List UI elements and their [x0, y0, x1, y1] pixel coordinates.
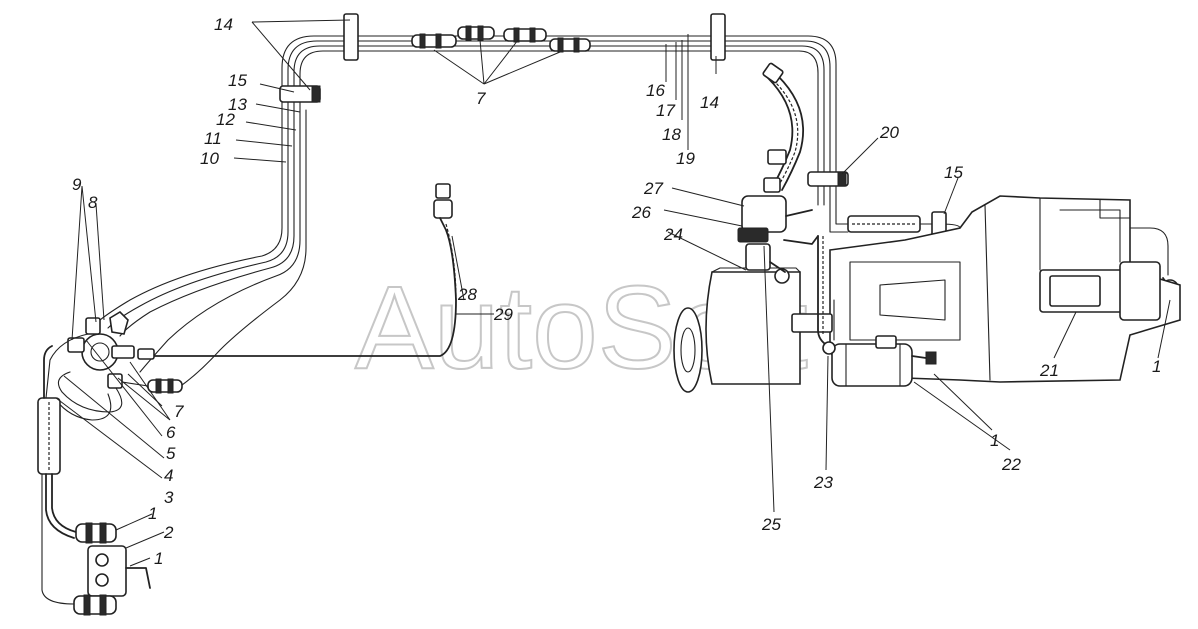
callout-18: 18 [662, 125, 681, 144]
callout-2: 2 [163, 523, 174, 542]
callout-1-right: 1 [1152, 357, 1161, 376]
distributor-block [45, 310, 183, 421]
clutch-housing [673, 267, 833, 393]
callout-10: 10 [200, 149, 219, 168]
callout-1-center: 1 [990, 431, 999, 450]
flexible-hose-upper [762, 62, 804, 193]
valve-2-assembly [37, 345, 151, 616]
callout-19: 19 [676, 149, 695, 168]
callout-3: 3 [164, 488, 174, 507]
callout-20: 20 [879, 123, 899, 142]
gearbox-housing [829, 195, 1181, 383]
callout-29: 29 [493, 305, 513, 324]
callout-1-left-bottom: 1 [154, 549, 163, 568]
callout-8: 8 [88, 193, 98, 212]
callout-1-left-top: 1 [148, 504, 157, 523]
callout-11: 11 [204, 129, 222, 148]
callout-6: 6 [166, 423, 176, 442]
leader-lines [55, 19, 1171, 567]
callout-27: 27 [643, 179, 663, 198]
callout-23: 23 [813, 473, 833, 492]
callout-7-lower: 7 [174, 402, 184, 421]
line-28-29 [151, 183, 457, 357]
callout-25: 25 [761, 515, 781, 534]
callout-14-top-left: 14 [214, 15, 233, 34]
callout-13: 13 [228, 95, 247, 114]
callout-21: 21 [1039, 361, 1059, 380]
clamp-14-right [710, 13, 726, 61]
pipe-connectors [411, 25, 591, 53]
hoses-23-25 [817, 235, 836, 355]
callout-22: 22 [1001, 455, 1021, 474]
callout-16: 16 [646, 81, 665, 100]
callout-labels: 14 15 13 12 11 10 7 16 17 18 19 14 20 15… [72, 15, 1161, 568]
callout-14-right: 14 [700, 93, 719, 112]
pipe-clamps [279, 13, 849, 187]
callout-12: 12 [216, 110, 235, 129]
callout-17: 17 [656, 101, 675, 120]
cylinder-22 [831, 335, 937, 387]
callout-9: 9 [72, 175, 82, 194]
callout-4: 4 [164, 466, 173, 485]
callout-26: 26 [631, 203, 651, 222]
callout-7-top: 7 [476, 89, 486, 108]
callout-24: 24 [663, 225, 683, 244]
clamp-14-left [343, 13, 359, 61]
callout-28: 28 [457, 285, 477, 304]
callout-15-right: 15 [944, 163, 963, 182]
callout-15-left: 15 [228, 71, 247, 90]
valve-assembly-27 [737, 195, 819, 284]
callout-5: 5 [166, 444, 176, 463]
